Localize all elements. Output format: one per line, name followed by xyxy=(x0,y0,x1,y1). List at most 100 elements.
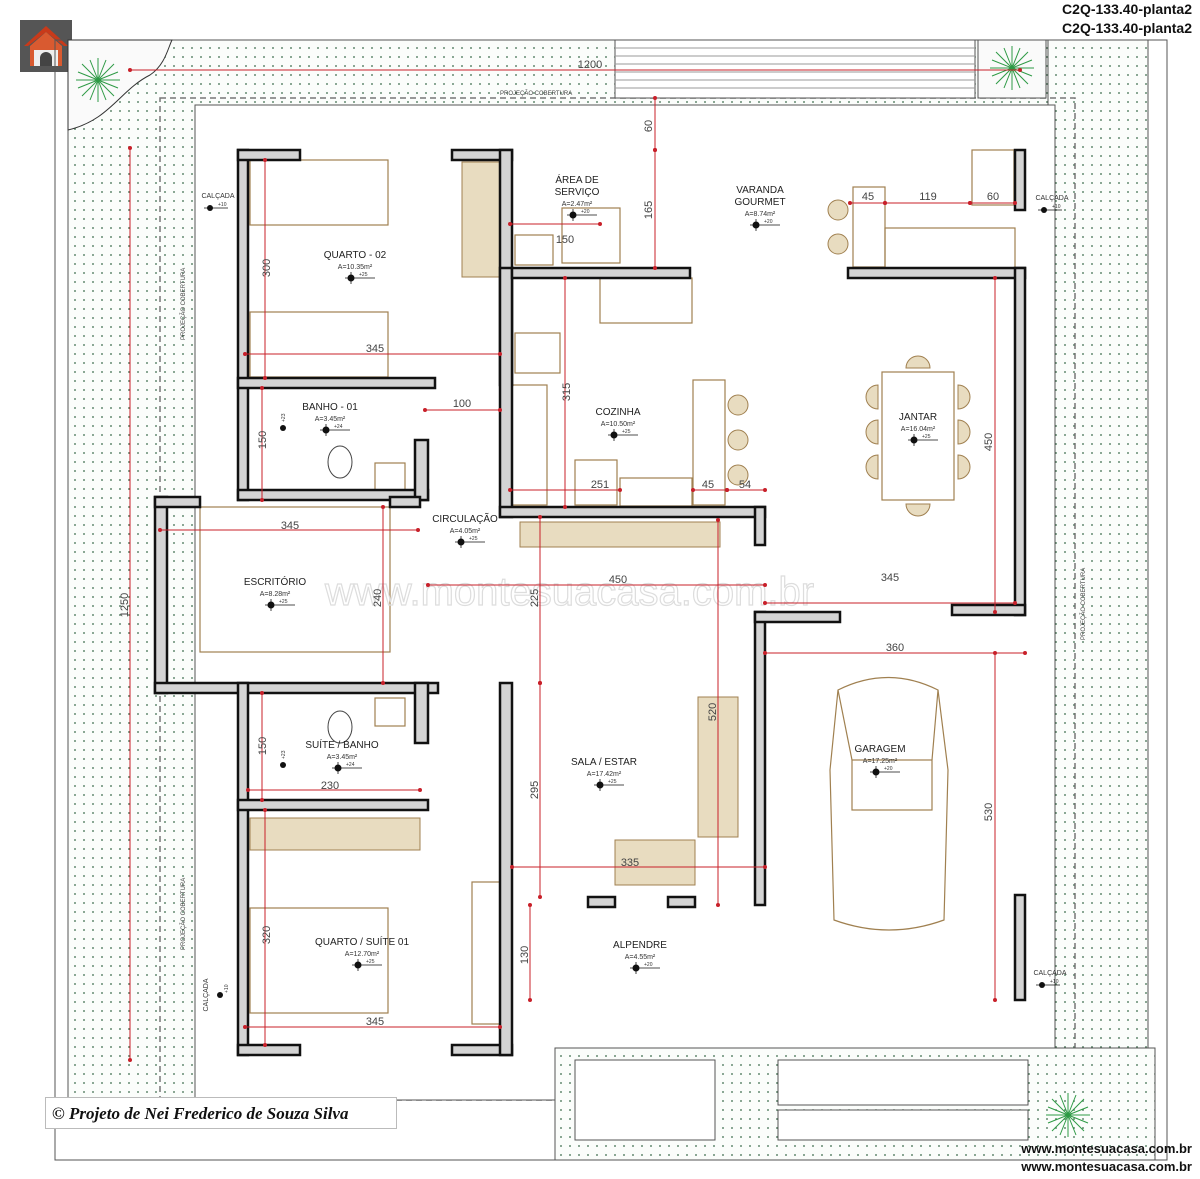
level-marker-icon xyxy=(455,536,485,548)
dimension-tick xyxy=(618,488,622,492)
room-level: +25 xyxy=(366,959,375,965)
dimension: 100 xyxy=(423,398,502,412)
dimension-label: 295 xyxy=(529,781,541,799)
dimension-tick xyxy=(416,528,420,532)
dimension: 60 xyxy=(643,96,657,152)
dimension: 345 xyxy=(158,520,420,532)
dimension-label: 345 xyxy=(881,572,899,584)
room-label: BANHO - 01A=3.45m²+24 xyxy=(302,402,358,436)
dimension-label: 1200 xyxy=(578,59,602,71)
dimension-tick xyxy=(725,488,729,492)
sidewalk-labels: CALÇADA+10CALÇADA+10CALÇADA+10CALÇADA+10… xyxy=(201,193,1068,1012)
author-credit: © Projeto de Nei Frederico de Souza Silv… xyxy=(45,1097,397,1129)
watermark: www.montesuacasa.com.br xyxy=(324,570,814,614)
home-logo xyxy=(20,20,72,72)
room-area: A=10.35m² xyxy=(338,264,373,271)
stool xyxy=(727,394,749,416)
dimension-label: 150 xyxy=(257,737,269,755)
dimension-tick xyxy=(993,276,997,280)
sidewalk-name: CALÇADA xyxy=(203,978,210,1011)
roof-projection-label: PROJEÇÃO COBERTURA xyxy=(180,878,187,950)
dimension: 345 xyxy=(243,1016,502,1029)
dimension-tick xyxy=(510,865,514,869)
toilet xyxy=(327,710,353,744)
dimension-tick xyxy=(763,865,767,869)
dimension-label: 60 xyxy=(987,191,999,203)
dimension-tick xyxy=(716,518,720,522)
website-link[interactable]: www.montesuacasa.com.br xyxy=(1021,1159,1192,1174)
dimension-tick xyxy=(538,895,542,899)
sidewalk-label: CALÇADA+10 xyxy=(1033,970,1067,988)
room-area: A=12.70m² xyxy=(345,951,380,958)
room-name: ALPENDRE xyxy=(613,940,667,951)
dimension: 230 xyxy=(246,780,422,792)
room-level: +20 xyxy=(581,209,590,215)
dimension-tick xyxy=(158,528,162,532)
level-marker-icon xyxy=(870,766,900,778)
dimension: 130 xyxy=(519,903,532,1002)
dimension: 251 xyxy=(508,479,622,492)
dimension: 150 xyxy=(508,222,602,246)
website-link[interactable]: www.montesuacasa.com.br xyxy=(1021,1141,1192,1156)
website-urls: www.montesuacasa.com.br www.montesuacasa… xyxy=(1021,1140,1192,1176)
room-name: BANHO - 01 xyxy=(302,402,358,413)
stool xyxy=(827,233,849,255)
dimension: 295 xyxy=(529,681,542,899)
dimension: 450 xyxy=(983,276,997,614)
office-desk xyxy=(199,506,391,653)
title-line: C2Q-133.40-planta2 xyxy=(1062,20,1192,36)
dimension: 54 xyxy=(725,479,767,492)
dimension: 119 xyxy=(883,191,972,205)
room-name: SUÍTE / BANHO xyxy=(305,738,379,751)
dimension: 335 xyxy=(510,857,767,869)
room-level: +25 xyxy=(622,429,631,435)
room-area: A=3.45m² xyxy=(315,416,346,423)
dimension-label: 100 xyxy=(453,398,471,410)
dimension: 345 xyxy=(763,572,1017,605)
dimension-label: 54 xyxy=(739,479,751,491)
dimension-tick xyxy=(263,808,267,812)
dimension-label: 150 xyxy=(556,234,574,246)
dimension-label: 225 xyxy=(529,589,541,607)
dimension-tick xyxy=(243,352,247,356)
room-label: QUARTO / SUÍTE 01A=12.70m²+25 xyxy=(315,935,409,971)
room-level: +25 xyxy=(608,779,617,785)
room-name: CIRCULAÇÃO xyxy=(432,512,498,525)
dimension-tick xyxy=(1018,68,1022,72)
roof-projection-label: PROJEÇÃO COBERTURA xyxy=(180,268,187,340)
dimension: 150 xyxy=(257,691,269,802)
roof-projection-label: PROJEÇÃO COBERTURA xyxy=(1080,568,1087,640)
room-level: +20 xyxy=(884,766,893,772)
room-name: SALA / ESTAR xyxy=(571,757,637,768)
stool xyxy=(827,199,849,221)
dimension-tick xyxy=(1013,201,1017,205)
room-area: A=8.28m² xyxy=(260,591,291,598)
room-area: A=8.74m² xyxy=(745,211,776,218)
dimension-label: 45 xyxy=(702,479,714,491)
room-name: GOURMET xyxy=(734,197,785,208)
dimension-label: 300 xyxy=(261,259,273,277)
dimension-tick xyxy=(423,408,427,412)
dimension-label: 251 xyxy=(591,479,609,491)
dimension-tick xyxy=(538,681,542,685)
dimension: 360 xyxy=(763,642,1027,655)
room-level: +20 xyxy=(644,962,653,968)
sidewalk-level: +10 xyxy=(224,984,230,993)
sideboard xyxy=(519,521,721,548)
dimension-tick xyxy=(263,1043,267,1047)
room-name: VARANDA xyxy=(736,185,784,196)
dimension-tick xyxy=(263,158,267,162)
dimension-tick xyxy=(498,408,502,412)
dimension-tick xyxy=(763,488,767,492)
dimension-label: 530 xyxy=(983,803,995,821)
furniture xyxy=(199,149,1016,1025)
dimension: 1200 xyxy=(128,59,1022,72)
room-level: +20 xyxy=(764,219,773,225)
level-marker-icon xyxy=(908,434,938,446)
level-marker-icon xyxy=(280,762,286,768)
dimension: 300 xyxy=(261,158,273,380)
